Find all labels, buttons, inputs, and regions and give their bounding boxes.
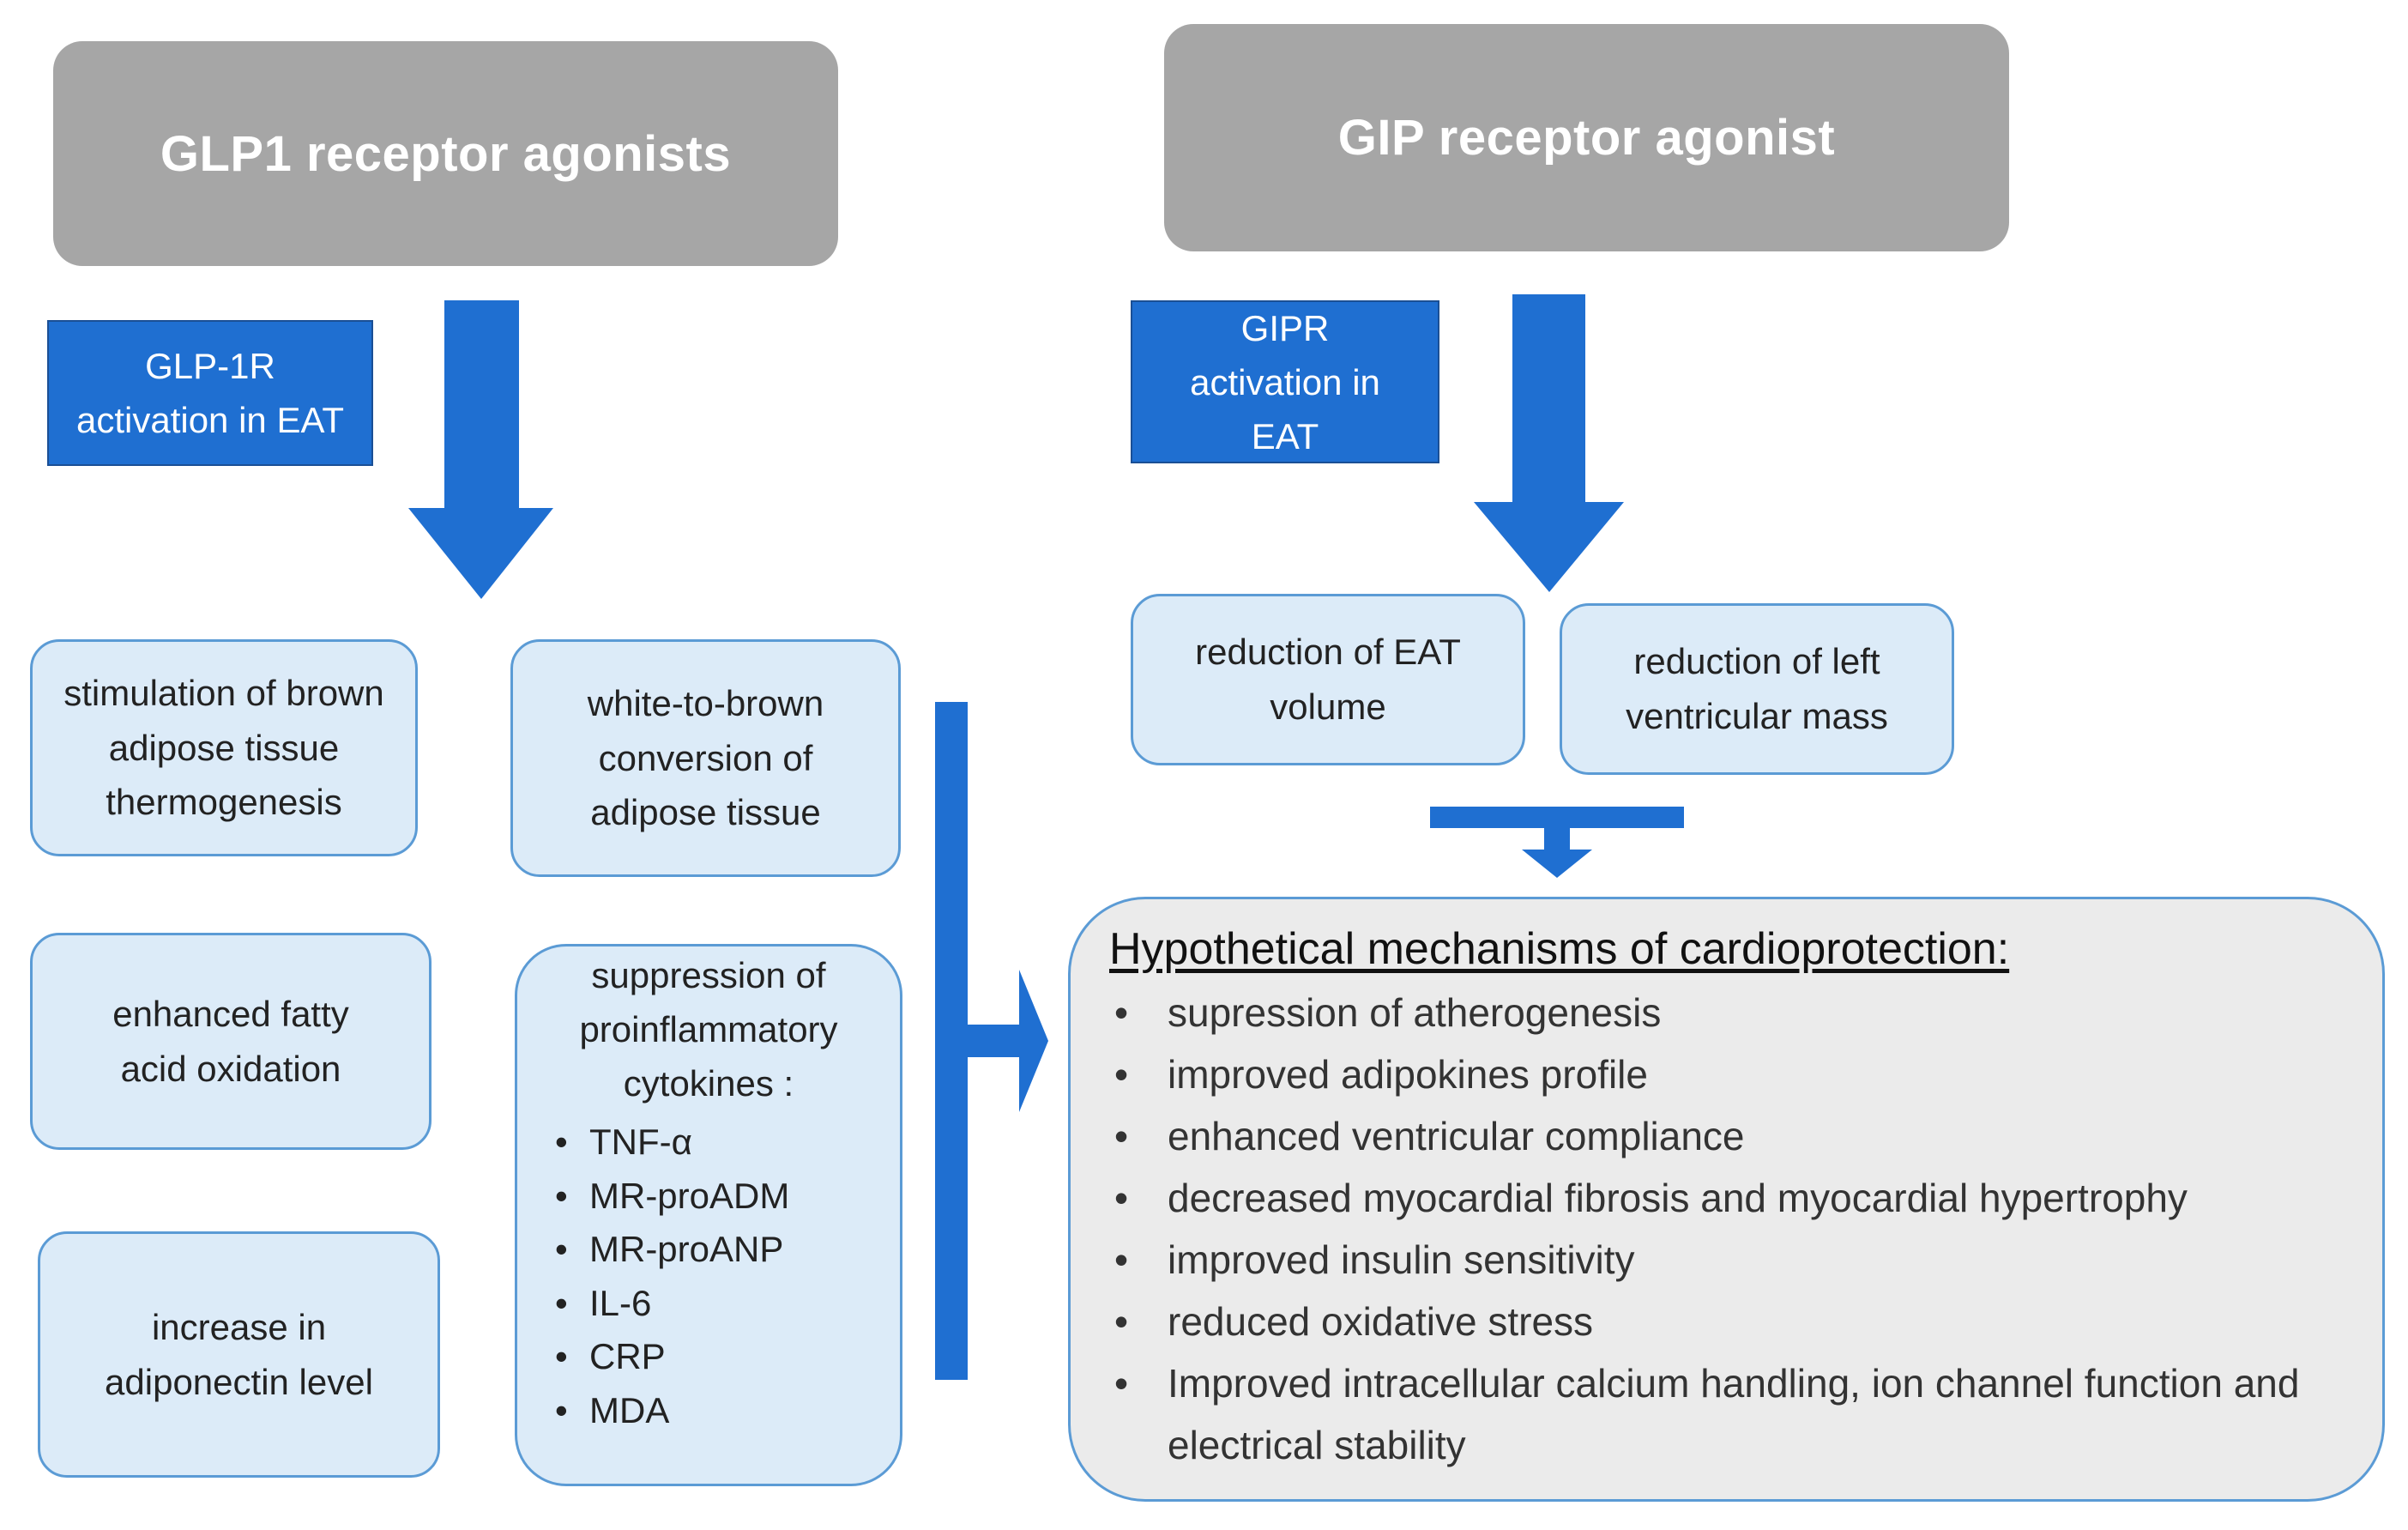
mechanism-item: decreased myocardial fibrosis and myocar… — [1109, 1167, 2348, 1229]
cytokine-item: CRP — [534, 1330, 883, 1384]
cytokines-title: suppression of proinflammatory cytokines… — [579, 955, 838, 1104]
effect-label: reduction of EAT volume — [1195, 632, 1461, 727]
effect-white-to-brown: white-to-brown conversion of adipose tis… — [510, 639, 901, 877]
glp1-header: GLP1 receptor agonists — [53, 41, 838, 266]
mechanisms-title: Hypothetical mechanisms of cardioprotect… — [1109, 924, 2010, 974]
mechanism-item: improved adipokines profile — [1109, 1043, 2348, 1105]
mechanisms-list: supression of atherogenesis improved adi… — [1109, 982, 2348, 1476]
gip-header: GIP receptor agonist — [1164, 24, 2009, 251]
mechanism-item: reduced oxidative stress — [1109, 1291, 2348, 1352]
effect-label: stimulation of brown adipose tissue ther… — [63, 672, 384, 823]
effect-fatty-acid-oxidation: enhanced fatty acid oxidation — [30, 933, 432, 1150]
right-arrow — [968, 970, 1048, 1112]
mechanism-item: supression of atherogenesis — [1109, 982, 2348, 1043]
mechanisms-box: Hypothetical mechanisms of cardioprotect… — [1068, 897, 2385, 1502]
mechanism-item: Improved intracellular calcium handling,… — [1109, 1352, 2308, 1476]
gipr-activation-box: GIPR activation in EAT — [1131, 300, 1439, 463]
mechanism-item: enhanced ventricular compliance — [1109, 1105, 2348, 1167]
cytokines-list: TNF-α MR-proADM MR-proANP IL-6 CRP MDA — [534, 1116, 883, 1437]
cytokines-box: suppression of proinflammatory cytokines… — [515, 944, 902, 1486]
cytokine-item: MDA — [534, 1384, 883, 1438]
cytokine-item: MR-proANP — [534, 1223, 883, 1277]
merge-down-arrow — [1522, 828, 1592, 878]
effect-label: white-to-brown conversion of adipose tis… — [587, 682, 824, 833]
effect-eat-volume: reduction of EAT volume — [1131, 594, 1525, 765]
effect-lv-mass: reduction of left ventricular mass — [1560, 603, 1954, 775]
gipr-activation-label: GIPR activation in EAT — [1190, 307, 1380, 457]
cytokine-item: IL-6 — [534, 1277, 883, 1331]
merge-bar — [1430, 807, 1684, 828]
cytokine-item: MR-proADM — [534, 1170, 883, 1224]
effect-label: reduction of left ventricular mass — [1626, 641, 1888, 736]
gip-down-arrow — [1474, 294, 1624, 592]
mechanism-item: improved insulin sensitivity — [1109, 1229, 2348, 1291]
effect-brown-thermogenesis: stimulation of brown adipose tissue ther… — [30, 639, 418, 856]
glp1r-activation-box: GLP-1R activation in EAT — [47, 320, 373, 466]
collector-bar — [935, 702, 968, 1380]
glp1r-activation-label: GLP-1R activation in EAT — [75, 346, 345, 440]
effect-label: increase in adiponectin level — [105, 1306, 373, 1402]
glp1-down-arrow — [408, 300, 553, 599]
cytokine-item: TNF-α — [534, 1116, 883, 1170]
effect-adiponectin: increase in adiponectin level — [38, 1231, 440, 1478]
effect-label: enhanced fatty acid oxidation — [112, 993, 349, 1089]
